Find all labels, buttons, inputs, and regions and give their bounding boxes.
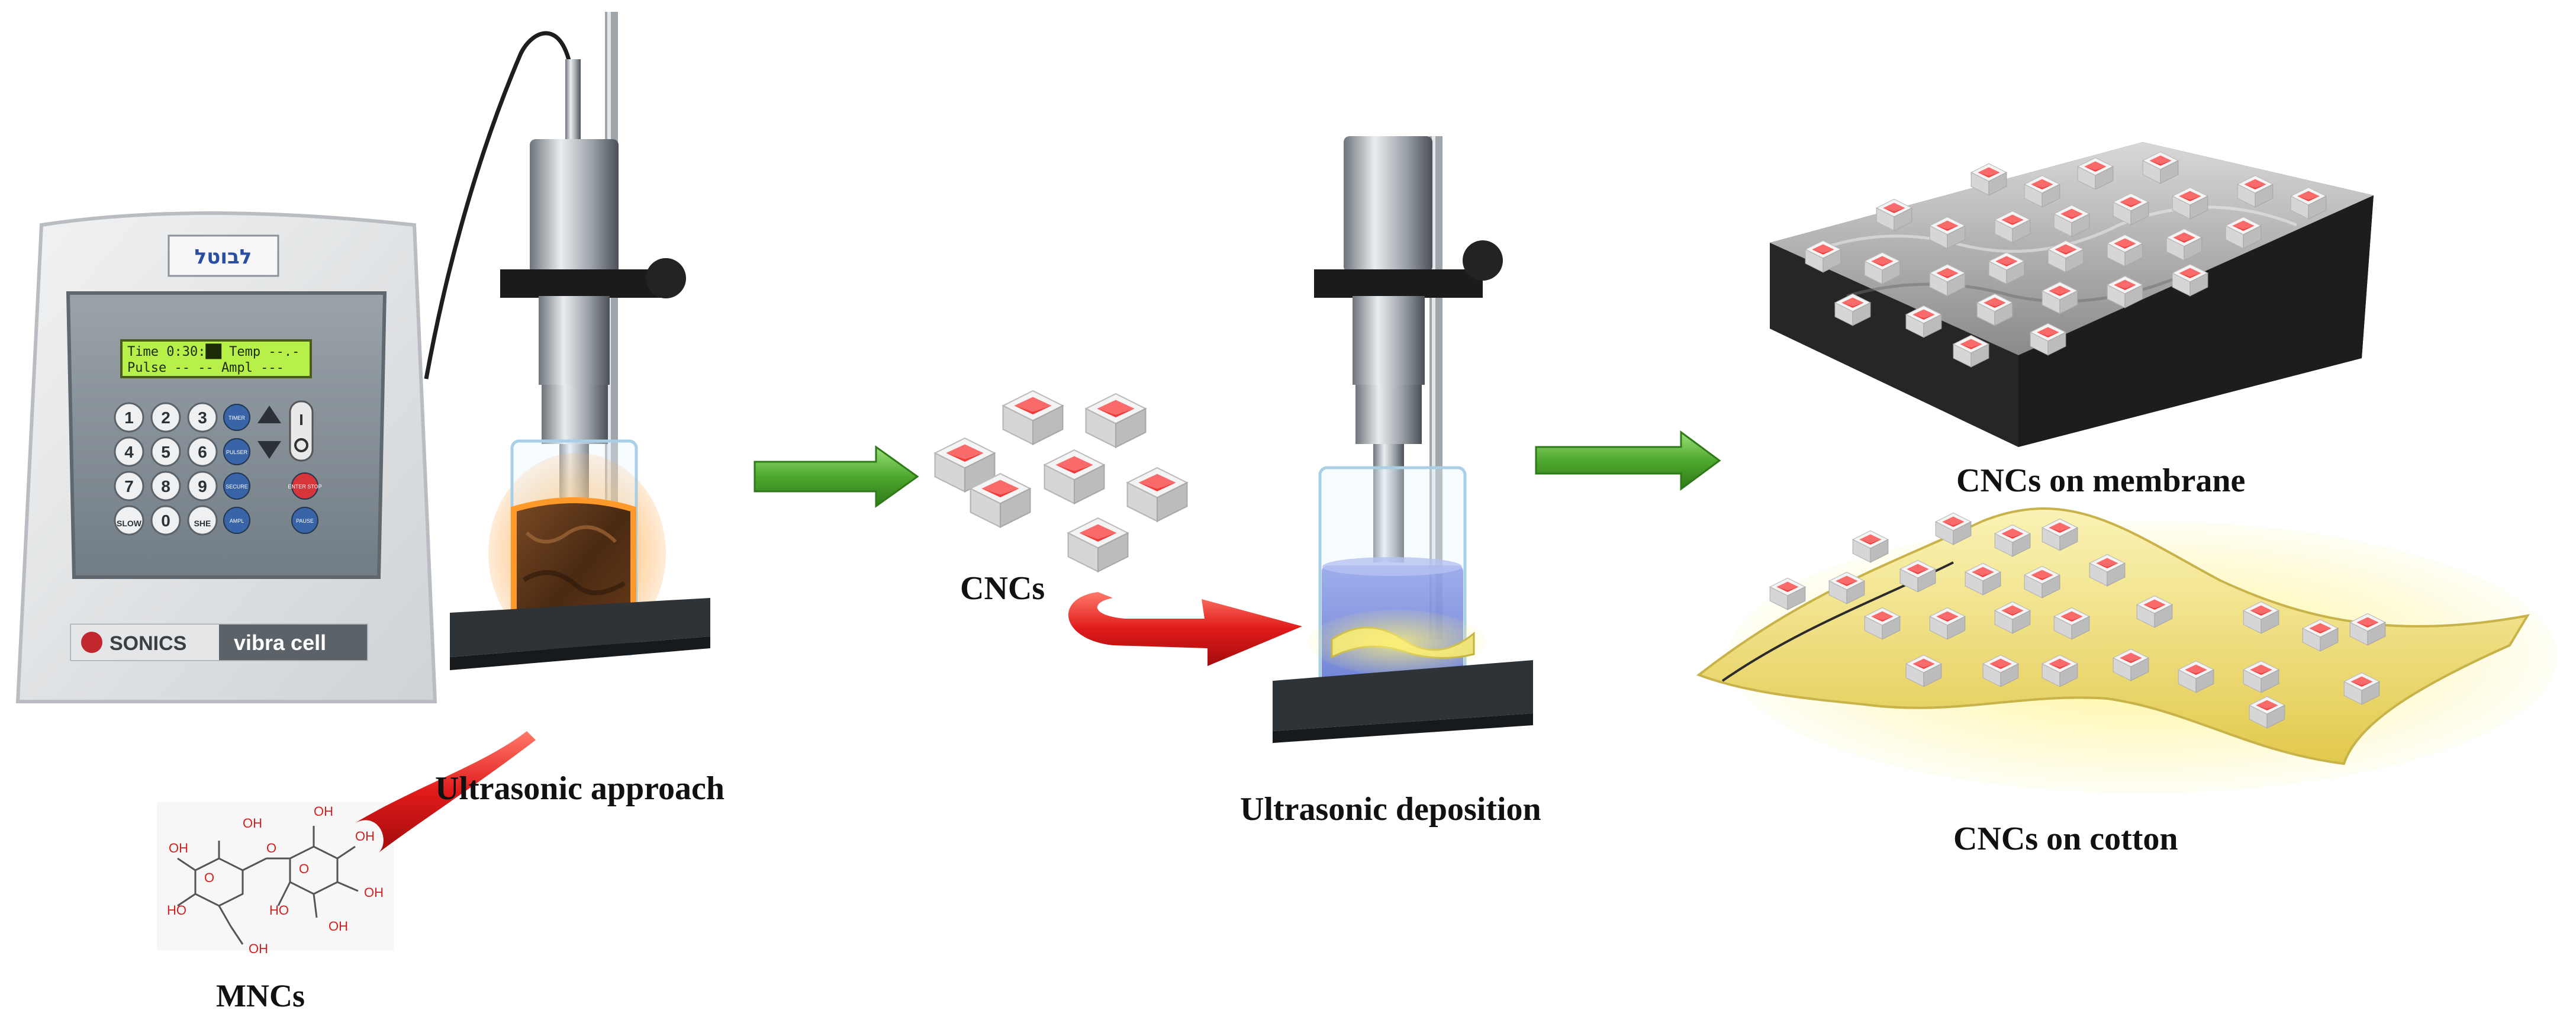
label-cncs-on-cotton: CNCs on cotton (1953, 821, 2178, 857)
sonication-stand-2 (1273, 136, 1533, 743)
atom-label: OH (249, 941, 268, 956)
sonication-stand-1 (450, 12, 710, 670)
keypad-key[interactable] (187, 402, 218, 433)
atom-label: OH (243, 816, 262, 831)
label-cncs-on-membrane: CNCs on membrane (1956, 462, 2245, 499)
function-key[interactable] (223, 404, 250, 431)
atom-label: HO (167, 903, 186, 918)
green-arrow-2 (1535, 430, 1721, 491)
keypad-key[interactable] (114, 402, 144, 433)
keypad-key[interactable] (150, 402, 181, 433)
down-arrow-key[interactable] (257, 441, 281, 459)
keypad-key-label: SLOW (117, 519, 142, 528)
keypad-key[interactable] (150, 471, 181, 501)
keypad-key[interactable] (150, 436, 181, 467)
cnc-crystal (1126, 467, 1188, 522)
cnc-crystal (1002, 390, 1064, 445)
function-key[interactable] (223, 507, 250, 534)
keypad-key[interactable] (187, 436, 218, 467)
atom-label: OH (364, 885, 384, 900)
keypad-key-label: 0 (161, 511, 170, 530)
label-cncs: CNCs (960, 570, 1045, 607)
function-key[interactable] (223, 438, 250, 465)
label-ultrasonic-approach: Ultrasonic approach (435, 770, 724, 807)
function-key[interactable] (223, 472, 250, 500)
keypad-key-label: 5 (161, 443, 170, 461)
mnc-molecule: OH OH OH OH OH OH OH HO HO O O O (157, 802, 394, 956)
keypad-key-label: SHE (194, 519, 211, 528)
atom-label: OH (169, 841, 188, 855)
atom-label: O (299, 861, 309, 876)
atom-label: OH (329, 919, 348, 934)
up-arrow-key[interactable] (257, 406, 281, 423)
sonicator-device: לבוטל Time 0:30:██ Temp --.- Pulse -- --… (15, 211, 437, 703)
keypad-key-label: 3 (198, 408, 207, 427)
red-curved-arrow-1 (355, 731, 536, 852)
label-ultrasonic-deposition: Ultrasonic deposition (1240, 791, 1541, 828)
keypad-key-label: 8 (161, 477, 170, 496)
keypad-key-label: 7 (124, 477, 134, 496)
green-arrow-1 (754, 445, 919, 508)
brand-name: SONICS (110, 632, 186, 655)
device-badge (168, 234, 279, 277)
atom-label: OH (355, 829, 375, 844)
cnc-cluster (934, 390, 1188, 572)
cnc-crystal (1085, 393, 1147, 448)
function-key-label: SECURE (226, 484, 248, 490)
label-mncs: MNCs (216, 978, 305, 1014)
probe-cable (424, 31, 574, 379)
function-key-label: PAUSE (296, 518, 314, 524)
lcd-line-2: Pulse -- -- Ampl --- (127, 361, 284, 375)
function-key-label: ENTER STOP (288, 484, 321, 490)
lcd-line-1: Time 0:30:██ Temp --.- (127, 343, 300, 359)
cnc-crystal (1044, 449, 1105, 504)
keypad-key[interactable] (187, 471, 218, 501)
model-name: vibra cell (234, 630, 326, 655)
keypad-key[interactable] (114, 436, 144, 467)
side-keys: TIMER PULSER SECURE AMPL ENTER STOP PAUSE (223, 404, 322, 534)
keypad-key[interactable] (114, 505, 144, 536)
keypad-key-label: 2 (161, 408, 170, 427)
keypad-key[interactable] (187, 505, 218, 536)
lcd-screen (120, 339, 312, 378)
keypad-key-label: 9 (198, 477, 207, 496)
membrane-surface (1770, 142, 2374, 447)
sonics-logo-icon (81, 632, 102, 653)
function-key-label: AMPL (230, 518, 244, 524)
function-key-label: PULSER (226, 449, 248, 455)
device-badge-text: לבוטל (195, 245, 252, 269)
keypad-key[interactable] (150, 505, 181, 536)
cnc-crystal (1067, 517, 1129, 572)
atom-label: O (204, 870, 214, 885)
keypad-key-label: 1 (124, 408, 134, 427)
keypad-key-label: 6 (198, 443, 207, 461)
atom-label: OH (314, 804, 333, 819)
keypad-key[interactable] (114, 471, 144, 501)
red-curved-arrow-2 (1068, 592, 1302, 666)
function-key-label: TIMER (228, 415, 245, 421)
function-key[interactable] (291, 472, 318, 500)
atom-label: O (266, 841, 276, 855)
keypad-key-label: 4 (124, 443, 134, 461)
atom-label: HO (269, 903, 289, 918)
cotton-surface (1696, 507, 2557, 793)
function-key[interactable] (291, 507, 318, 534)
